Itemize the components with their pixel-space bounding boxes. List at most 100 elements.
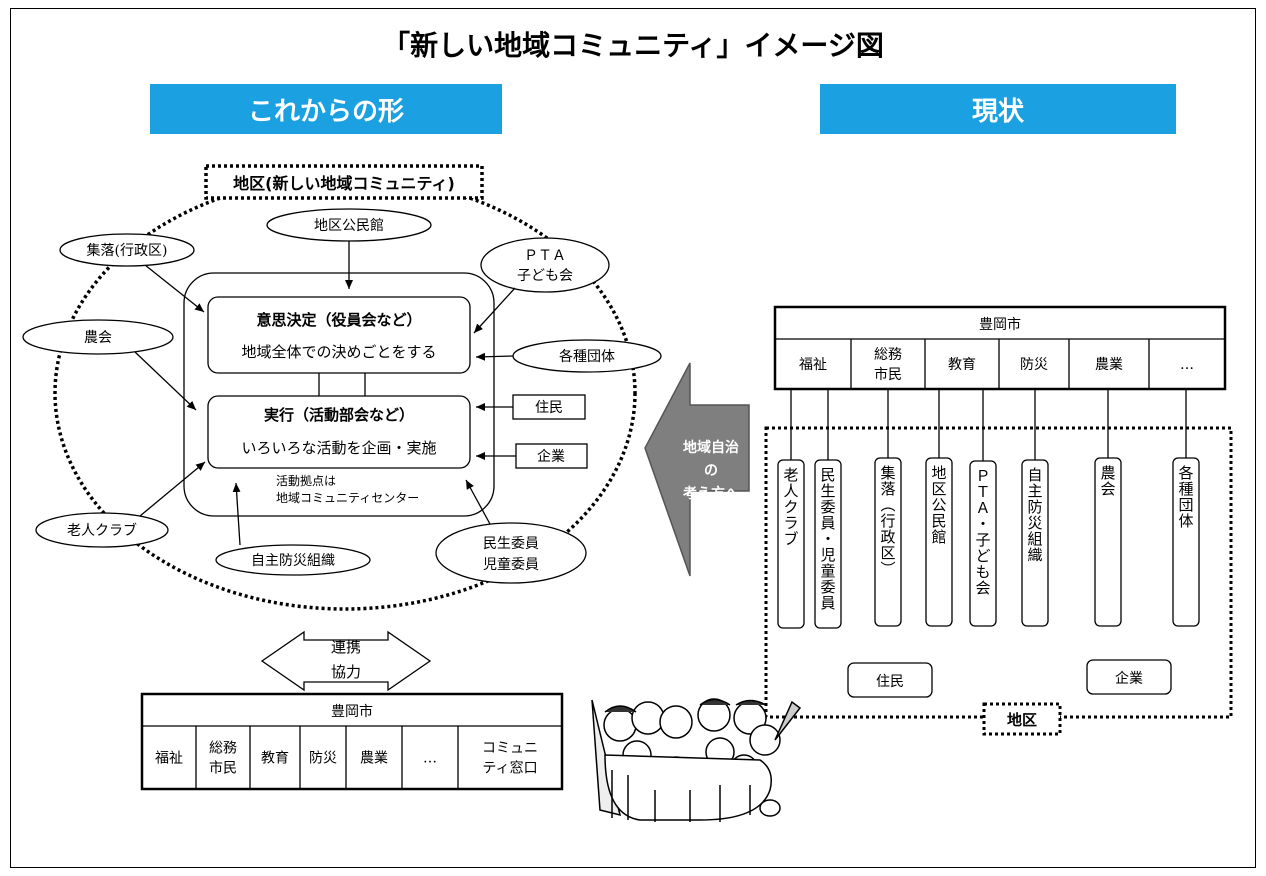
org-bar-char: 会 xyxy=(975,579,990,597)
region-label-box xyxy=(204,164,484,200)
cooperation-arrow xyxy=(260,630,432,692)
box-jumin xyxy=(512,394,586,420)
city-table-right: 豊岡市 福祉総務市民教育防災農業… xyxy=(773,305,1227,391)
org-bar-char: 員 xyxy=(820,514,835,532)
org-bar xyxy=(925,457,953,627)
execution-text: いろいろな活動を企画・実施 xyxy=(241,439,436,457)
left-header-bar xyxy=(150,84,502,134)
org-bar-char: 地 xyxy=(931,464,946,482)
org-bar-char: 農 xyxy=(1100,464,1115,482)
org-bar-char: 各 xyxy=(1178,464,1193,482)
org-bar-char: ク xyxy=(783,498,798,516)
arrow-text-line: の xyxy=(704,463,718,479)
ellipse-pta xyxy=(480,237,610,293)
box-kigyou xyxy=(515,443,588,469)
org-bar-char: ︶ xyxy=(880,560,895,578)
org-bar-char: 織 xyxy=(1027,546,1042,564)
ellipse-minsei xyxy=(435,522,587,584)
current-label-kigyou: 企業 xyxy=(1115,670,1143,687)
label-roujin: 老人クラブ xyxy=(67,522,137,539)
org-bar-char: 区 xyxy=(880,544,895,562)
diagram-title: 「新しい地域コミュニティ」イメージ図 xyxy=(382,29,884,62)
org-bar-char: 組 xyxy=(1027,530,1042,548)
diagram-frame xyxy=(10,8,1256,868)
region-boundary xyxy=(53,175,637,611)
current-org-bars: 老人クラブ民生委員・児童委員集落︵行政区︶地区公民館ＰＴＡ・子ども会自主防災組織… xyxy=(777,389,1200,629)
label-noukai: 農会 xyxy=(84,330,112,346)
ellipse-roujin xyxy=(35,512,169,548)
org-bar-char: 童 xyxy=(820,562,835,580)
org-bar-char: 団 xyxy=(1178,496,1193,514)
region-label: 地区(新しい地域コミュニティ) xyxy=(233,174,455,193)
org-bar-char: 人 xyxy=(783,482,798,500)
current-box-jumin xyxy=(847,662,933,698)
org-bar xyxy=(777,459,805,629)
city-cell-label: 市民 xyxy=(209,760,237,777)
city-cell-label: 教育 xyxy=(261,751,289,767)
org-bar-char: ・ xyxy=(975,515,990,533)
ellipse-noukai xyxy=(22,319,174,355)
org-bar-char: 区 xyxy=(931,480,946,498)
org-bar-char: ︵ xyxy=(880,496,895,514)
org-bar xyxy=(874,457,902,627)
city-cell-label: … xyxy=(423,751,437,767)
arrows xyxy=(134,241,516,546)
execution-box xyxy=(207,395,471,469)
org-bar-char: 員 xyxy=(820,594,835,612)
org-bar-char: 公 xyxy=(931,496,946,514)
city-left-name: 豊岡市 xyxy=(331,703,373,720)
label-kouminkan: 地区公民館 xyxy=(314,217,384,234)
org-bar-char: 落 xyxy=(880,480,895,498)
arrow-text-line: 考え方へ xyxy=(683,485,739,502)
city-cell-label: 防災 xyxy=(309,751,337,767)
label-kodomokai: 子ども会 xyxy=(517,268,573,284)
org-bar-char: ・ xyxy=(820,530,835,548)
left-header-label: これからの形 xyxy=(248,97,404,127)
org-bar-char: 民 xyxy=(820,466,835,484)
label-jumin: 住民 xyxy=(535,400,563,416)
right-header-bar xyxy=(820,84,1176,134)
org-bar-char: 防 xyxy=(1027,498,1042,516)
execution-title: 実行（活動部会など） xyxy=(264,406,414,424)
label-pta: ＰＴＡ xyxy=(524,248,566,264)
ellipse-shuraku xyxy=(59,233,195,267)
current-label-jumin: 住民 xyxy=(876,674,904,690)
org-bar-char: 主 xyxy=(1027,482,1042,500)
org-bar-char: 種 xyxy=(1178,480,1193,498)
people-illustration xyxy=(591,698,802,822)
current-box-kigyou xyxy=(1086,659,1172,695)
org-bar-char: 児 xyxy=(820,546,835,564)
city-right-name: 豊岡市 xyxy=(979,316,1021,333)
org-bar xyxy=(1021,459,1049,627)
org-bar xyxy=(1172,457,1200,627)
transition-arrow xyxy=(644,362,750,577)
org-bar-char: 委 xyxy=(820,498,835,516)
district-label: 地区 xyxy=(1007,711,1037,729)
cooperation-line1: 連携 xyxy=(331,638,361,656)
label-minsei: 民生委員 xyxy=(483,536,539,552)
org-bar-char: 生 xyxy=(820,482,835,500)
label-kakushu: 各種団体 xyxy=(559,349,615,365)
org-bar-char: Ａ xyxy=(975,499,990,517)
city-cell-label: 農業 xyxy=(1095,357,1123,373)
base-text-line1: 活動拠点は xyxy=(276,474,336,488)
org-bar-char: 子 xyxy=(975,531,990,549)
label-kigyou: 企業 xyxy=(537,448,565,465)
org-bar-char: ど xyxy=(975,547,990,565)
org-bar-char: 体 xyxy=(1178,512,1193,530)
decision-box xyxy=(207,296,471,374)
label-jishu: 自主防災組織 xyxy=(251,553,335,569)
org-bar-char: 政 xyxy=(880,528,895,546)
org-bar-char: 館 xyxy=(931,528,946,546)
org-bar-char: ラ xyxy=(783,514,798,532)
base-text-line2: 地域コミュニティセンター xyxy=(276,491,419,505)
city-cell-label: 農業 xyxy=(360,751,388,767)
city-cell-label: … xyxy=(1180,357,1194,373)
org-bar-char: 集 xyxy=(880,464,895,482)
city-cell-label: 福祉 xyxy=(155,751,183,767)
org-bar xyxy=(814,459,842,629)
district-label-box xyxy=(982,702,1062,736)
org-bar-char: も xyxy=(975,563,990,581)
